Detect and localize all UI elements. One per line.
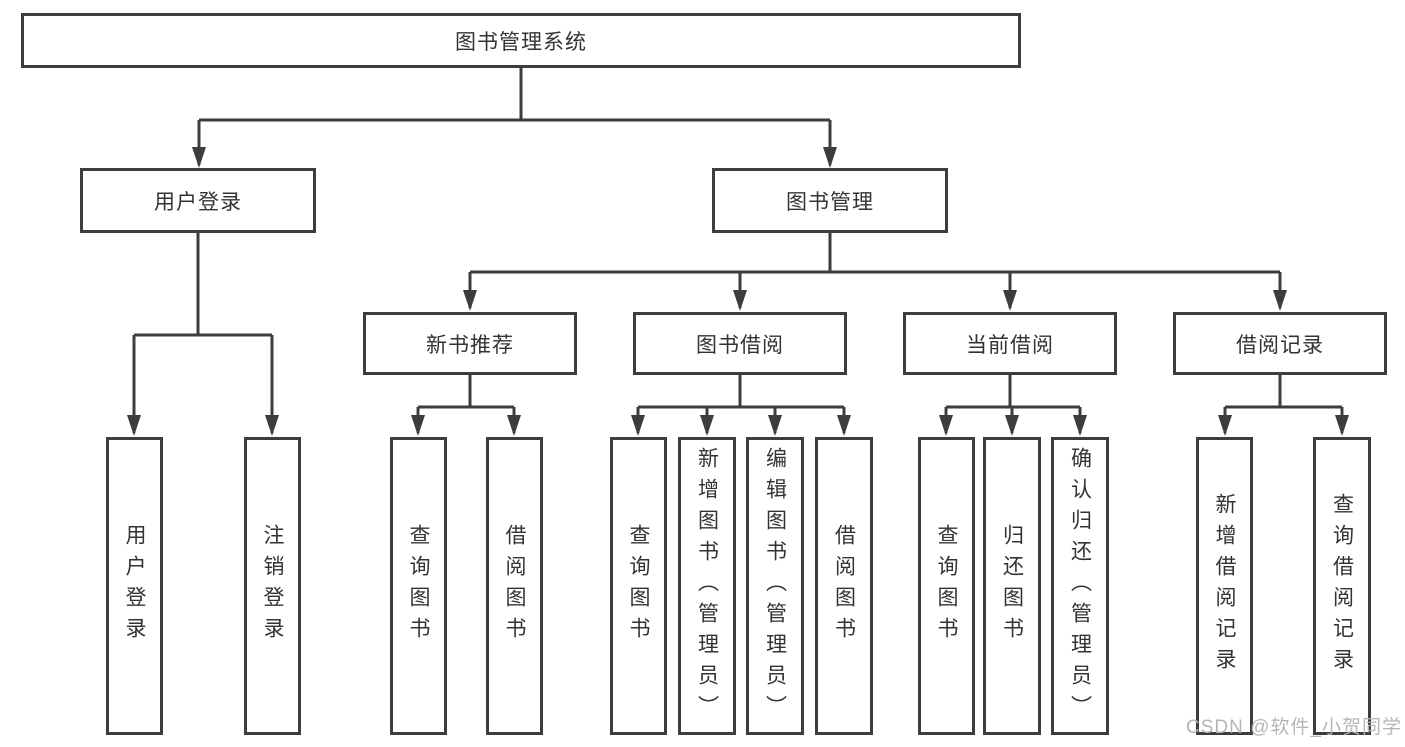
leaf-query-book-rec: 查询图书 bbox=[390, 437, 447, 735]
connector-user-login-to-leaves bbox=[127, 233, 279, 436]
leaf-query-book-current-label: 查询图书 bbox=[935, 524, 958, 648]
connector-root-to-level2 bbox=[192, 68, 837, 168]
node-new-book-rec: 新书推荐 bbox=[363, 312, 577, 375]
leaf-query-borrow-record: 查询借阅记录 bbox=[1313, 437, 1371, 735]
leaf-add-book-admin: 新增图书（管理员） bbox=[678, 437, 736, 735]
leaf-edit-book-admin: 编辑图书（管理员） bbox=[746, 437, 804, 735]
node-book-mgmt: 图书管理 bbox=[712, 168, 948, 233]
leaf-return-book-label: 归还图书 bbox=[1000, 524, 1024, 648]
leaf-query-book-rec-label: 查询图书 bbox=[407, 524, 430, 648]
connector-book-mgmt-to-level3 bbox=[463, 233, 1287, 311]
leaf-query-book-borrow-label: 查询图书 bbox=[627, 524, 650, 648]
node-current-borrow: 当前借阅 bbox=[903, 312, 1117, 375]
leaf-return-book: 归还图书 bbox=[983, 437, 1041, 735]
leaf-borrow-book-rec: 借阅图书 bbox=[486, 437, 543, 735]
connector-new-book-rec-to-leaves bbox=[411, 375, 521, 436]
node-borrow-record: 借阅记录 bbox=[1173, 312, 1387, 375]
leaf-confirm-return-admin: 确认归还（管理员） bbox=[1051, 437, 1109, 735]
leaf-user-login-label: 用户登录 bbox=[123, 524, 146, 648]
watermark: CSDN @软件_小贺同学 bbox=[1186, 717, 1402, 738]
node-new-book-rec-label: 新书推荐 bbox=[426, 333, 514, 357]
leaf-borrow-book-borrow-label: 借阅图书 bbox=[832, 524, 856, 648]
connector-borrow-record-to-leaves bbox=[1218, 375, 1349, 436]
connector-book-borrow-to-leaves bbox=[631, 375, 851, 436]
leaf-user-login: 用户登录 bbox=[106, 437, 163, 735]
leaf-query-book-current: 查询图书 bbox=[918, 437, 975, 735]
leaf-query-book-borrow: 查询图书 bbox=[610, 437, 667, 735]
node-root-label: 图书管理系统 bbox=[455, 30, 587, 54]
node-root: 图书管理系统 bbox=[21, 13, 1021, 68]
node-book-mgmt-label: 图书管理 bbox=[786, 190, 874, 214]
leaf-borrow-book-rec-label: 借阅图书 bbox=[503, 524, 526, 648]
leaf-borrow-book-borrow: 借阅图书 bbox=[815, 437, 873, 735]
node-book-borrow-label: 图书借阅 bbox=[696, 333, 784, 357]
leaf-edit-book-admin-label: 编辑图书（管理员） bbox=[763, 446, 787, 726]
leaf-add-borrow-record: 新增借阅记录 bbox=[1196, 437, 1253, 735]
leaf-add-book-admin-label: 新增图书（管理员） bbox=[695, 446, 719, 726]
leaf-confirm-return-admin-label: 确认归还（管理员） bbox=[1068, 446, 1092, 726]
node-book-borrow: 图书借阅 bbox=[633, 312, 847, 375]
node-user-login-label: 用户登录 bbox=[154, 190, 242, 214]
leaf-logout: 注销登录 bbox=[244, 437, 301, 735]
leaf-add-borrow-record-label: 新增借阅记录 bbox=[1213, 493, 1236, 679]
node-current-borrow-label: 当前借阅 bbox=[966, 333, 1054, 357]
leaf-query-borrow-record-label: 查询借阅记录 bbox=[1330, 493, 1354, 679]
node-borrow-record-label: 借阅记录 bbox=[1236, 333, 1324, 357]
connector-current-borrow-to-leaves bbox=[939, 375, 1087, 436]
node-user-login: 用户登录 bbox=[80, 168, 316, 233]
leaf-logout-label: 注销登录 bbox=[261, 524, 284, 648]
